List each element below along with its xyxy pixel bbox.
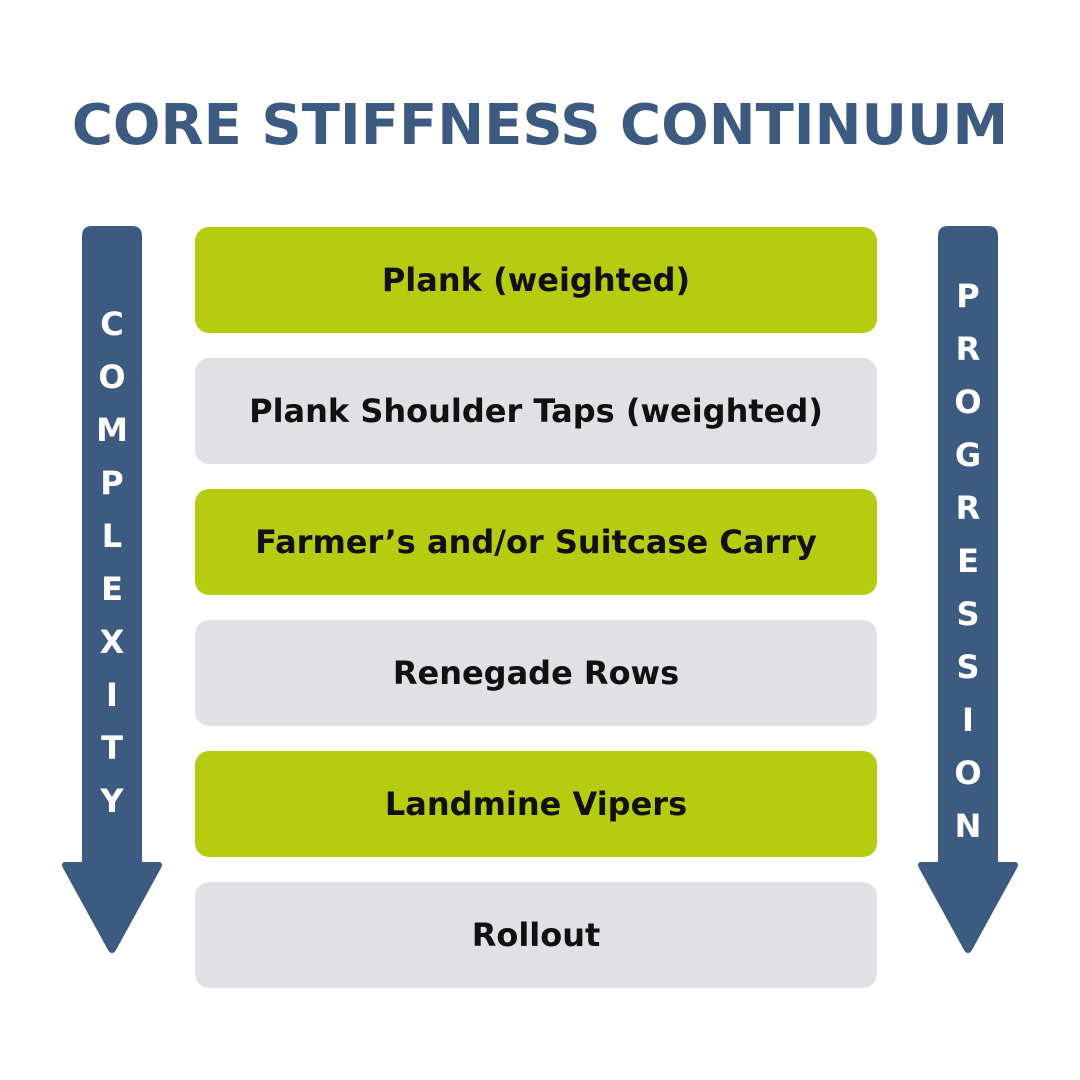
step-label: Farmer’s and/or Suitcase Carry (255, 523, 817, 561)
arrow-letter: Y (100, 782, 124, 820)
progression-arrow-label: P R O G R E S S I O N (918, 270, 1018, 853)
step-rollout: Rollout (195, 882, 877, 988)
exercise-steps: Plank (weighted) Plank Shoulder Taps (we… (195, 227, 877, 1013)
arrow-letter: I (962, 701, 974, 739)
arrow-letter: M (96, 411, 128, 449)
arrow-letter: O (954, 754, 982, 792)
arrow-letter: E (957, 542, 979, 580)
complexity-arrow: C O M P L E X I T Y (62, 226, 162, 956)
arrow-letter: P (100, 464, 124, 502)
step-label: Plank Shoulder Taps (weighted) (249, 392, 823, 430)
step-label: Rollout (471, 916, 601, 954)
arrow-letter: O (954, 383, 982, 421)
step-label: Plank (weighted) (381, 261, 691, 299)
progression-arrow: P R O G R E S S I O N (918, 226, 1018, 956)
arrow-letter: I (106, 676, 118, 714)
arrow-letter: S (956, 595, 980, 633)
step-landmine-vipers: Landmine Vipers (195, 751, 877, 857)
page-title: CORE STIFFNESS CONTINUUM (71, 93, 1009, 158)
arrow-letter: C (100, 305, 124, 343)
arrow-letter: X (99, 623, 125, 661)
step-plank-weighted: Plank (weighted) (195, 227, 877, 333)
step-label: Landmine Vipers (384, 785, 688, 823)
step-label: Renegade Rows (392, 654, 680, 692)
arrow-letter: P (956, 277, 980, 315)
arrow-letter: L (101, 517, 123, 555)
down-arrow-icon (62, 226, 162, 953)
arrow-letter: S (956, 648, 980, 686)
down-arrow-icon (918, 226, 1018, 953)
step-renegade-rows: Renegade Rows (195, 620, 877, 726)
step-farmers-suitcase-carry: Farmer’s and/or Suitcase Carry (195, 489, 877, 595)
step-plank-shoulder-taps: Plank Shoulder Taps (weighted) (195, 358, 877, 464)
arrow-letter: O (98, 358, 126, 396)
arrow-letter: R (955, 489, 981, 527)
arrow-letter: G (954, 436, 982, 474)
complexity-arrow-label: C O M P L E X I T Y (62, 298, 162, 828)
arrow-letter: E (101, 570, 123, 608)
arrow-letter: N (954, 807, 982, 845)
arrow-letter: T (101, 729, 123, 767)
arrow-letter: R (955, 330, 981, 368)
